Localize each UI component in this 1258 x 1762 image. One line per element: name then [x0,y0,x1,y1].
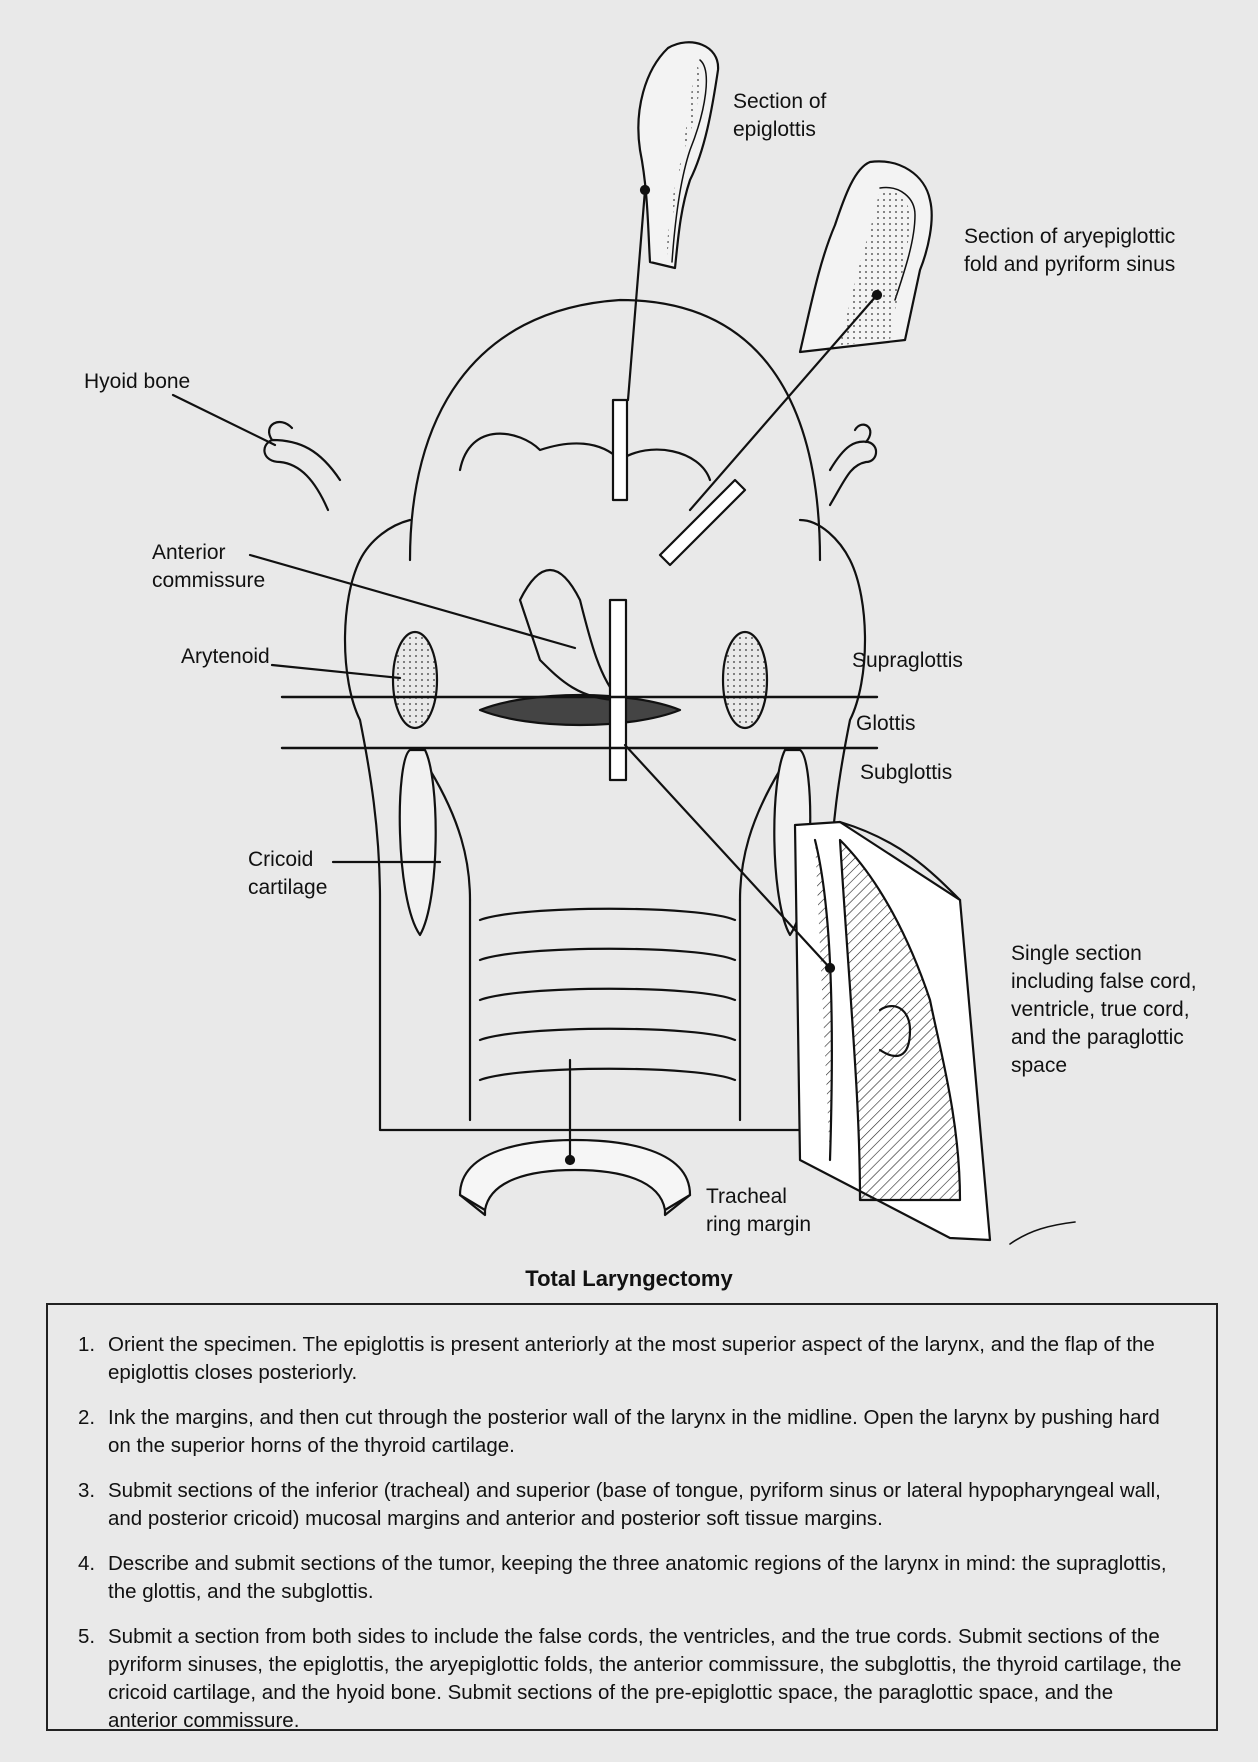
tracheal-ring [460,1140,690,1215]
label-tracheal-ring-margin: Tracheal ring margin [706,1183,811,1239]
figure-caption: Total Laryngectomy [0,1266,1258,1292]
instruction-step: 5.Submit a section from both sides to in… [78,1623,1188,1735]
aryepiglottic-section [800,161,932,352]
instruction-step: 2.Ink the margins, and then cut through … [78,1404,1188,1460]
instruction-step: 3.Submit sections of the inferior (trach… [78,1477,1188,1533]
epiglottis-section [638,42,718,268]
label-single-section: Single section including false cord, ven… [1011,940,1197,1080]
label-supraglottis: Supraglottis [852,647,963,675]
label-epiglottis-section: Section of epiglottis [733,88,826,144]
label-glottis: Glottis [856,710,916,738]
label-hyoid-bone: Hyoid bone [84,368,190,396]
instruction-step: 4.Describe and submit sections of the tu… [78,1550,1188,1606]
instruction-step: 1.Orient the specimen. The epiglottis is… [78,1331,1188,1387]
larynx-body [264,300,876,1130]
label-subglottis: Subglottis [860,759,952,787]
instructions-box: 1.Orient the specimen. The epiglottis is… [46,1303,1218,1731]
label-cricoid-cartilage: Cricoid cartilage [248,846,327,902]
label-aryepiglottic-section: Section of aryepiglottic fold and pyrifo… [964,223,1175,279]
single-section-block [795,822,990,1240]
label-anterior-commissure: Anterior commissure [152,539,265,595]
label-arytenoid: Arytenoid [181,643,270,671]
